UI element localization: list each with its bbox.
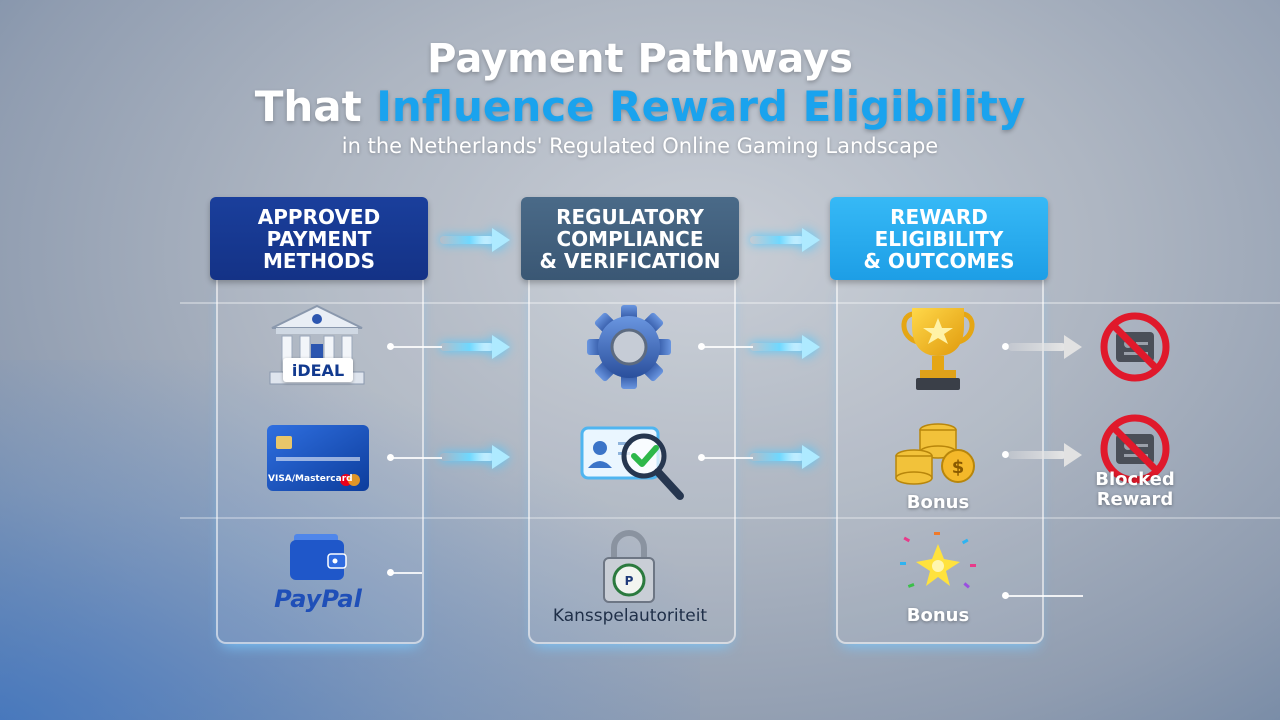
flow-arrow-row2-b (750, 445, 820, 469)
wallet-icon (290, 534, 347, 580)
svg-text:$: $ (952, 457, 965, 478)
connector-dot (1002, 592, 1009, 599)
card-brand-text: VISA/Mastercard (268, 474, 353, 484)
kansspelautoriteit-label: Kansspelautoriteit (552, 606, 708, 626)
flow-arrow-header-1 (440, 228, 510, 252)
connector-dot (698, 454, 705, 461)
blocked-reward-icon (1100, 312, 1170, 382)
connector-dot (1002, 451, 1009, 458)
blocked-reward-icon (1100, 414, 1170, 484)
flow-arrow-header-2 (750, 228, 820, 252)
connector-line (392, 457, 442, 459)
connector-line (703, 457, 753, 459)
page-title-line2: That Influence Reward Eligibility (0, 82, 1280, 131)
connector-dot (698, 343, 705, 350)
header-reward-eligibility: REWARD ELIGIBILITY & OUTCOMES (830, 197, 1048, 280)
connector-line (392, 572, 422, 574)
guide-line-top (180, 302, 1280, 304)
title-prefix: That (254, 82, 362, 131)
paypal-logo: PayPal (274, 585, 362, 613)
flow-arrow-row2-a (440, 445, 510, 469)
connector-dot (387, 454, 394, 461)
page-title: Payment Pathways (427, 36, 853, 82)
flow-arrow-blocked-2 (1008, 443, 1082, 467)
id-verification-icon (580, 426, 684, 500)
connector-line (1007, 595, 1083, 597)
padlock-icon: P (603, 530, 655, 603)
svg-text:P: P (625, 574, 634, 588)
guide-line-mid (180, 517, 1280, 519)
bonus-label-2: Bonus (906, 605, 970, 626)
header-regulatory-compliance: REGULATORY COMPLIANCE & VERIFICATION (521, 197, 739, 280)
connector-dot (387, 343, 394, 350)
credit-card-icon (267, 425, 369, 491)
title-highlight: Influence Reward Eligibility (376, 82, 1026, 131)
fireworks-icon (900, 532, 976, 589)
flow-arrow-blocked-1 (1008, 335, 1082, 359)
gear-icon (587, 305, 671, 389)
connector-line (703, 346, 753, 348)
flow-arrow-row1-b (750, 335, 820, 359)
bonus-label-1: Bonus (906, 492, 970, 513)
connector-line (392, 346, 442, 348)
header-approved-payment-methods: APPROVED PAYMENT METHODS (210, 197, 428, 280)
coins-icon: $ (895, 423, 975, 485)
page-subtitle: in the Netherlands' Regulated Online Gam… (341, 134, 939, 158)
ideal-logo: iDEAL (283, 358, 353, 382)
flow-arrow-row1-a (440, 335, 510, 359)
blocked-reward-label: Blocked Reward (1095, 469, 1175, 510)
connector-dot (1002, 343, 1009, 350)
connector-dot (387, 569, 394, 576)
trophy-icon (901, 308, 975, 390)
